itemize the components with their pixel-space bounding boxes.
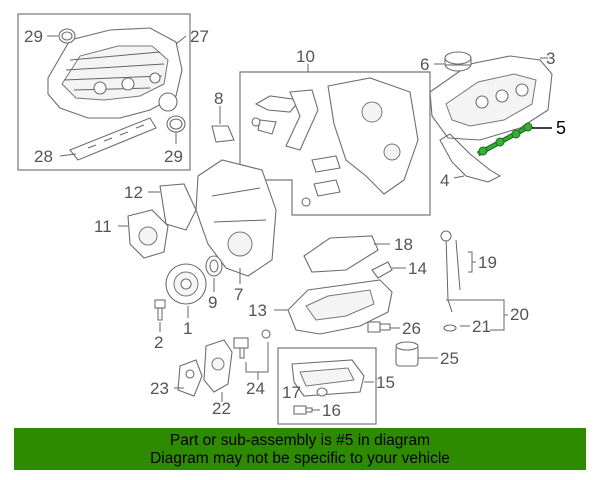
callout-21: 21 — [472, 317, 491, 336]
dipstick-assembly — [440, 230, 461, 332]
part-8 — [211, 125, 235, 143]
callout-23: 23 — [150, 379, 169, 398]
intake-gasket-strip — [69, 117, 157, 161]
info-banner: Part or sub-assembly is #5 in diagram Di… — [14, 428, 586, 470]
part-12 — [159, 183, 197, 231]
callout-10: 10 — [296, 47, 315, 66]
part-9-seal — [205, 255, 223, 277]
callout-26: 26 — [402, 319, 421, 338]
part-16-drain-plug — [293, 405, 313, 415]
callout-24: 24 — [246, 379, 265, 398]
callout-1: 1 — [183, 319, 192, 338]
callout-29a: 29 — [24, 27, 43, 46]
part-26-sensor — [367, 321, 391, 333]
callout-5: 5 — [556, 118, 566, 138]
highlighted-part-5 — [476, 122, 533, 157]
timing-chain-parts — [251, 77, 419, 207]
callout-29b: 29 — [164, 147, 183, 166]
callout-2: 2 — [154, 333, 163, 352]
gasket-29-top — [58, 28, 76, 44]
part-11-water-pump — [127, 209, 169, 259]
callout-27: 27 — [190, 27, 209, 46]
part-2-bolt — [154, 299, 166, 321]
callout-22: 22 — [212, 399, 231, 418]
oil-pan-lower-group-box — [277, 347, 377, 425]
callout-14: 14 — [408, 259, 427, 278]
intake-manifold — [47, 27, 183, 119]
banner-line-1: Part or sub-assembly is #5 in diagram — [169, 432, 431, 449]
callout-8: 8 — [214, 89, 223, 108]
callout-11: 11 — [94, 217, 112, 236]
callout-3: 3 — [546, 49, 555, 68]
intake-manifold-group-box — [17, 13, 191, 171]
callout-19: 19 — [478, 253, 497, 272]
part-18-baffle — [303, 235, 379, 273]
part-22-oil-pump — [203, 339, 233, 393]
valve-cover-gasket — [439, 133, 502, 183]
banner-line-2: Diagram may not be specific to your vehi… — [150, 450, 450, 467]
callout-4: 4 — [440, 171, 449, 190]
throttle-gasket-29 — [166, 115, 186, 133]
part-14 — [371, 261, 393, 279]
callout-28: 28 — [34, 147, 53, 166]
callout-9: 9 — [208, 293, 217, 312]
valve-cover — [429, 55, 553, 141]
part-1-pulley — [165, 263, 207, 305]
callout-25: 25 — [440, 349, 459, 368]
part-24 — [233, 329, 271, 359]
part-15-oil-pan-lower — [291, 359, 365, 397]
part-7-timing-cover — [195, 159, 277, 277]
part-17-washer — [316, 387, 328, 397]
callout-16: 16 — [322, 401, 341, 420]
callout-13: 13 — [248, 301, 267, 320]
part-13-oil-pan-upper — [287, 279, 393, 335]
callout-15: 15 — [376, 373, 395, 392]
callout-7: 7 — [234, 285, 243, 304]
callout-20: 20 — [510, 305, 529, 324]
callout-18: 18 — [394, 235, 413, 254]
oil-filler-cap — [444, 51, 472, 72]
callout-17: 17 — [282, 383, 301, 402]
part-23-strainer — [177, 359, 203, 397]
callout-12: 12 — [124, 183, 143, 202]
part-25-oil-filter — [395, 341, 419, 367]
callout-6: 6 — [420, 55, 429, 74]
